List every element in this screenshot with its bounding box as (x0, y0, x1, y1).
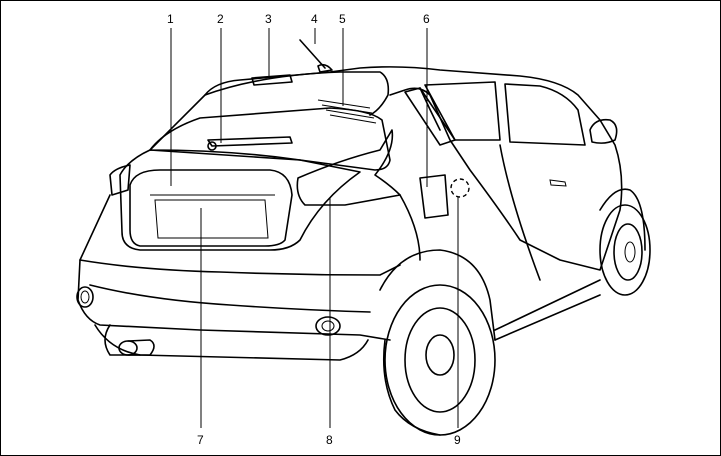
fuel-lid-opener-marker (451, 179, 469, 197)
callout-6: 6 (423, 12, 430, 26)
callouts: 1 2 3 4 5 6 7 8 9 (167, 12, 461, 447)
callout-2: 2 (217, 12, 224, 26)
fuel-filler-door (420, 175, 448, 218)
car-body (77, 67, 650, 435)
rear-window-defroster (318, 100, 376, 123)
callout-1: 1 (167, 12, 174, 26)
callout-8: 8 (326, 433, 333, 447)
callout-5: 5 (339, 12, 346, 26)
callout-7: 7 (197, 433, 204, 447)
callout-3: 3 (265, 12, 272, 26)
antenna (300, 40, 332, 72)
callout-9: 9 (454, 433, 461, 447)
callout-4: 4 (311, 12, 318, 26)
